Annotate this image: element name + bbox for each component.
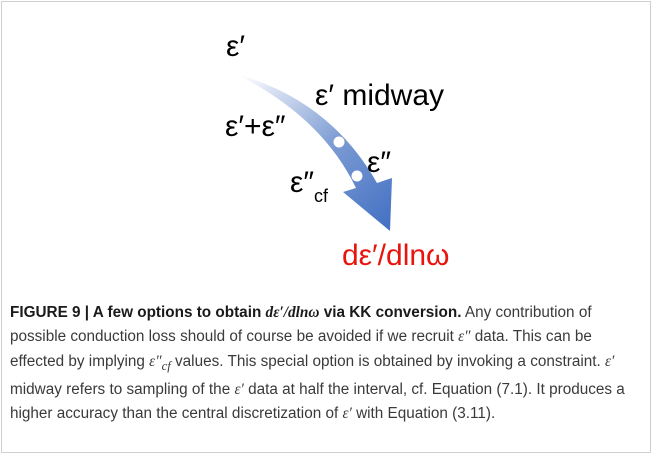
sample-dot-lower [351, 170, 363, 182]
label-eps-double-prime: ε″ [367, 146, 391, 179]
sample-dot-upper [333, 136, 345, 148]
caption-title: FIGURE 9 | A few options to obtain dε′/d… [10, 304, 462, 321]
caption-body: Any contribution of possible conduction … [10, 304, 625, 423]
figure-caption: FIGURE 9 | A few options to obtain dε′/d… [10, 301, 640, 427]
label-eps-cf: ε″cf [290, 166, 328, 206]
label-eps-cf-sub: cf [314, 186, 329, 206]
label-result: dε′/dlnω [342, 239, 450, 272]
kk-options-diagram: ε′ ε′ midway ε′+ε″ ε″ ε″cf dε′/dlnω [2, 2, 652, 278]
curved-arrow [236, 74, 392, 231]
arrow-graphic [236, 74, 392, 231]
label-eps-prime: ε′ [226, 30, 245, 63]
label-eps-cf-main: ε″ [290, 166, 314, 199]
label-eps-sum: ε′+ε″ [225, 110, 286, 143]
label-eps-prime-midway: ε′ midway [315, 79, 445, 112]
